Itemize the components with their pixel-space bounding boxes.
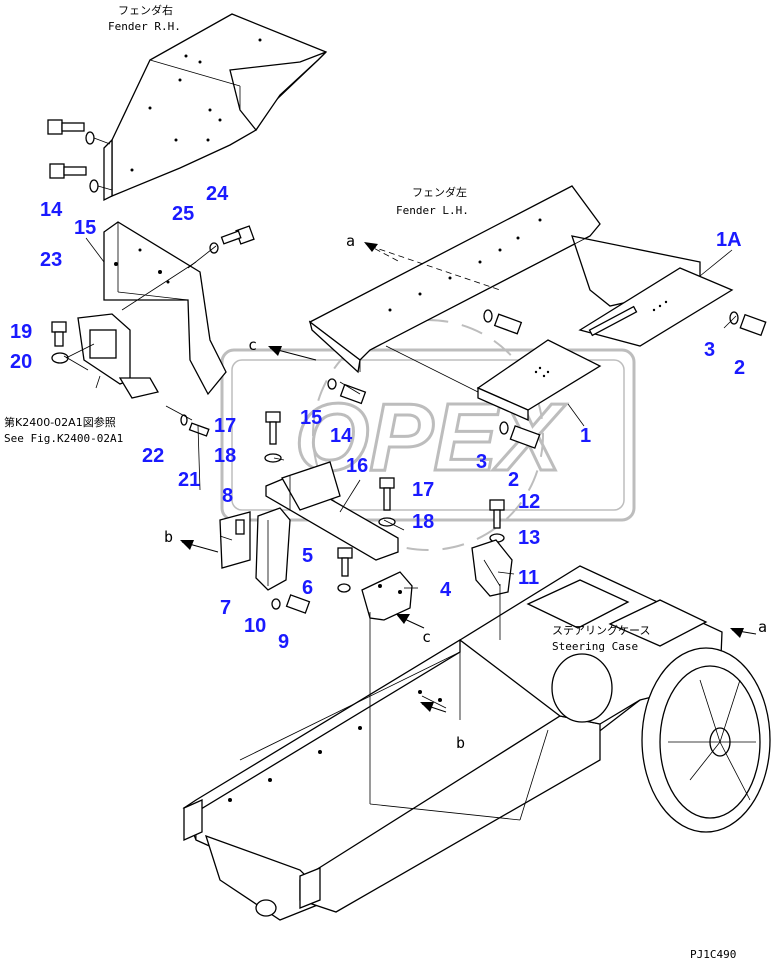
- callout-24: 24: [206, 183, 229, 205]
- callout-12: 12: [518, 491, 540, 513]
- callout-10: 10: [244, 615, 266, 637]
- bolt-24: [209, 225, 255, 254]
- washer-10: [271, 598, 281, 610]
- fender-lh-en: Fender L.H.: [396, 204, 469, 217]
- ref-c-upper: c: [248, 336, 257, 354]
- callout-15-right: 15: [300, 407, 322, 429]
- ref-b-left: b: [164, 528, 173, 546]
- bolt-2-upper: [729, 311, 767, 337]
- bracket-8: [219, 511, 251, 569]
- steering-case: [458, 565, 771, 833]
- callout-2-lower: 2: [508, 469, 519, 491]
- washer-18-right: [378, 517, 396, 527]
- bolt-14-upper: [47, 119, 111, 145]
- arrow-c-left: [268, 346, 317, 361]
- ref-c-bottom: c: [422, 628, 431, 646]
- bolt-12: [489, 499, 505, 529]
- arrow-a-left: [364, 242, 401, 263]
- bracket-23: [103, 221, 227, 396]
- arrow-b-bottom: [420, 702, 447, 713]
- bolt-2-lower: [499, 421, 541, 449]
- bolt-17-right: [379, 477, 395, 511]
- steering-case-en: Steering Case: [552, 640, 638, 653]
- callout-3-lower: 3: [476, 451, 487, 473]
- fender-lh: [308, 185, 734, 374]
- bolt-fender-top: [483, 309, 523, 335]
- see-fig-en: See Fig.K2400-02A1: [4, 432, 123, 445]
- callout-5: 5: [302, 545, 313, 567]
- fender-lh-jp: フェンダ左: [412, 185, 467, 199]
- fender-plate-1: [476, 339, 602, 421]
- callout-22: 22: [142, 445, 164, 467]
- bolt-5: [337, 547, 353, 577]
- bracket-7: [255, 507, 291, 591]
- bolt-19: [51, 321, 67, 347]
- bolt-14-right: [327, 378, 367, 405]
- callout-16: 16: [346, 455, 368, 477]
- callout-8: 8: [222, 485, 233, 507]
- fender-rh-en: Fender R.H.: [108, 20, 181, 33]
- bolt-21: [180, 414, 210, 437]
- arrow-c-bottom: [396, 614, 425, 629]
- ref-b-bottom: b: [456, 734, 465, 752]
- callout-6: 6: [302, 577, 313, 599]
- bracket-20: [77, 313, 159, 399]
- callout-11: 11: [518, 567, 539, 589]
- washer-18-left: [264, 453, 282, 463]
- bolt-9: [285, 594, 311, 614]
- callout-13: 13: [518, 527, 540, 549]
- fender-rh-jp: フェンダ右: [118, 3, 173, 17]
- see-fig-jp: 第K2400-02A1図参照: [4, 415, 116, 429]
- arrow-b-left: [180, 540, 219, 553]
- bracket-4: [361, 571, 413, 621]
- leader-lines: [63, 237, 737, 821]
- callout-19: 19: [10, 321, 32, 343]
- drawing-code: PJ1C490: [690, 948, 736, 961]
- callout-17-left: 17: [214, 415, 236, 437]
- washer-6: [337, 583, 351, 593]
- callout-17-right: 17: [412, 479, 434, 501]
- fender-rh: [103, 13, 328, 202]
- bracket-11: [471, 539, 513, 597]
- callout-18-right: 18: [412, 511, 434, 533]
- ref-a-right: a: [758, 618, 767, 636]
- callout-21: 21: [178, 469, 200, 491]
- ref-a-upper: a: [346, 232, 355, 250]
- callout-23: 23: [40, 249, 62, 271]
- callout-2-upper: 2: [734, 357, 745, 379]
- callout-1: 1: [580, 425, 591, 447]
- bolt-14-lower: [49, 163, 113, 193]
- washer-20: [51, 352, 69, 364]
- callout-25: 25: [172, 203, 194, 225]
- callout-3-upper: 3: [704, 339, 715, 361]
- callout-18-left: 18: [214, 445, 236, 467]
- callout-20: 20: [10, 351, 32, 373]
- callout-15-upper: 15: [74, 217, 96, 239]
- bolt-17-left: [265, 411, 281, 445]
- callout-7: 7: [220, 597, 231, 619]
- callout-1A: 1A: [716, 229, 742, 251]
- main-frame: [182, 627, 641, 921]
- callout-14-right: 14: [330, 425, 353, 447]
- steering-case-jp: ステアリングケース: [552, 623, 650, 637]
- callout-14-upper: 14: [40, 199, 63, 221]
- callout-9: 9: [278, 631, 289, 653]
- arrow-a-right: [730, 628, 757, 638]
- callout-4: 4: [440, 579, 452, 601]
- cross-member-16: [265, 461, 399, 561]
